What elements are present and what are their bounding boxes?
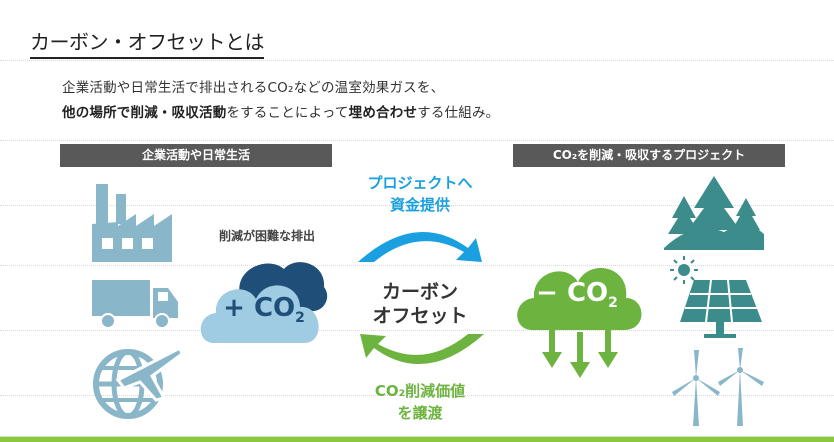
truck-icon — [92, 280, 178, 329]
solar-panel-icon — [670, 256, 762, 338]
intro-text-2: する仕組み。 — [417, 105, 500, 121]
intro-text-1: をすることによって — [226, 105, 349, 121]
minus-co2-text: − CO2 — [515, 278, 639, 311]
wind-turbine-icon — [672, 348, 764, 426]
top-arrow-label-line2: 資金提供 — [389, 196, 450, 214]
funding-arrow-icon — [358, 231, 482, 262]
plus-sign: + — [223, 293, 245, 323]
page-title: カーボン・オフセットとは — [30, 26, 265, 59]
intro-bold-2: 埋め合わせ — [348, 105, 418, 121]
bottom-arrow-label: CO₂削減価値 を譲渡 — [345, 380, 495, 424]
left-band: 企業活動や日常生活 — [60, 144, 332, 167]
bottom-arrow-label-line2: を譲渡 — [397, 404, 443, 422]
co2-text: CO — [566, 278, 609, 308]
intro-line-2: 他の場所で削減・吸収活動をすることによって埋め合わせする仕組み。 — [62, 101, 499, 121]
top-arrow-label: プロジェクトへ 資金提供 — [345, 172, 495, 216]
carbon-offset-line1: カーボン — [381, 281, 458, 303]
plus-co2-cloud — [200, 262, 328, 343]
airplane-globe-icon — [93, 345, 184, 419]
carbon-offset-line2: オフセット — [372, 305, 468, 327]
co2-text: CO — [253, 293, 296, 323]
carbon-offset-label: カーボン オフセット — [355, 280, 485, 328]
bottom-arrow-label-line1: CO₂削減価値 — [374, 382, 466, 400]
factory-icon — [92, 184, 172, 262]
co2-subscript: 2 — [295, 310, 305, 327]
plus-co2-text: + CO2 — [210, 293, 318, 326]
footer-bar — [0, 437, 834, 442]
co2-subscript: 2 — [608, 295, 618, 312]
difficult-emission-label: 削減が困難な排出 — [218, 229, 315, 243]
minus-sign: − — [536, 278, 558, 308]
down-arrows-icon — [542, 322, 618, 378]
footer-line — [0, 436, 834, 437]
minus-co2-cloud — [517, 268, 642, 330]
intro-bold-1: 他の場所で削減・吸収活動 — [62, 105, 227, 121]
intro-line-1: 企業活動や日常生活で排出されるCO₂などの温室効果ガスを、 — [62, 80, 445, 96]
right-band: CO₂を削減・吸収するプロジェクト — [513, 144, 785, 167]
forest-icon — [664, 176, 764, 250]
transfer-arrow-icon — [360, 334, 484, 365]
top-arrow-label-line1: プロジェクトへ — [367, 174, 473, 192]
